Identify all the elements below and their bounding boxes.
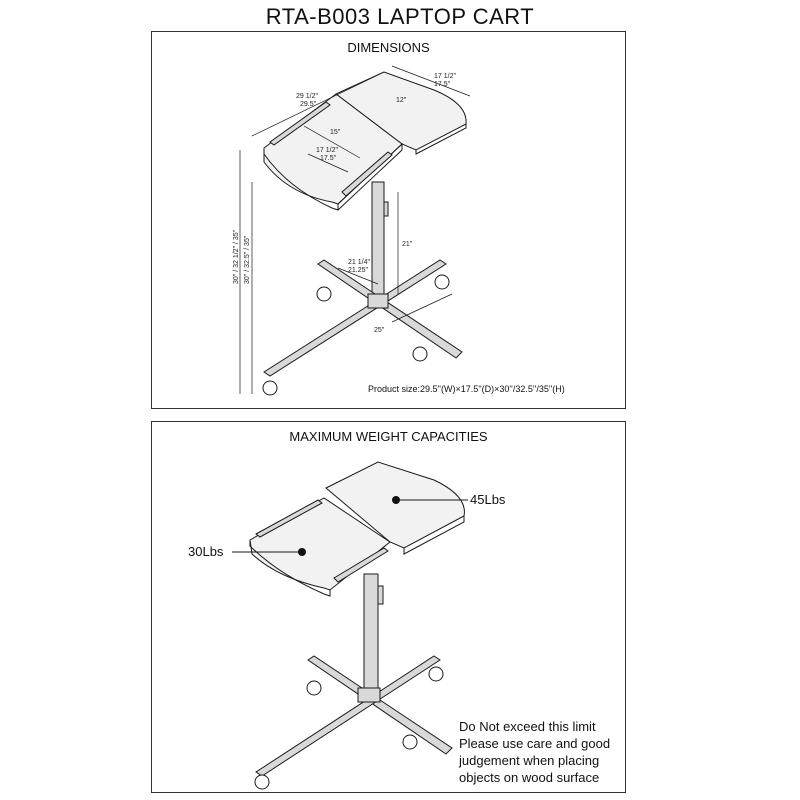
warning-note: Do Not exceed this limit Please use care… bbox=[459, 718, 610, 786]
weight-heading: MAXIMUM WEIGHT CAPACITIES bbox=[289, 429, 488, 444]
dim-width-cm: 29.5" bbox=[300, 101, 317, 108]
wheel bbox=[434, 274, 450, 290]
dim-height-in: 30" / 32 1/2" / 35" bbox=[233, 229, 240, 284]
right-tray bbox=[325, 461, 465, 549]
dim-height-cm: 30" / 32.5" / 35" bbox=[244, 235, 251, 284]
column bbox=[363, 573, 379, 695]
dim-width-in: 29 1/2" bbox=[296, 93, 318, 100]
dim-base-width-in: 21 1/4" bbox=[348, 259, 370, 266]
base-leg-2 bbox=[255, 655, 441, 777]
note-line: Please use care and good bbox=[459, 736, 611, 751]
dim-depth-in: 17 1/2" bbox=[434, 73, 456, 80]
note-line: judgement when placing bbox=[459, 753, 600, 768]
base-leg-1 bbox=[317, 259, 463, 359]
dim-left-width: 15" bbox=[330, 129, 341, 136]
wheel bbox=[306, 680, 322, 696]
base-leg-1 bbox=[307, 655, 453, 755]
dimensions-drawing: 29 1/2" 29.5" 17 1/2" 17.5" 12" 15" 17 1… bbox=[233, 65, 471, 396]
right-load-label: 45Lbs bbox=[470, 492, 506, 507]
wheel bbox=[428, 666, 444, 682]
dim-base-width-cm: 21.25" bbox=[348, 267, 369, 274]
note-line: objects on wood surface bbox=[459, 770, 600, 785]
product-size: Product size:29.5''(W)×17.5''(D)×30''/32… bbox=[368, 384, 565, 394]
weight-panel: MAXIMUM WEIGHT CAPACITIES bbox=[151, 421, 626, 793]
dimensions-panel: DIMENSIONS bbox=[151, 31, 626, 409]
dim-base-length: 25" bbox=[374, 327, 385, 334]
dim-column-height: 21" bbox=[402, 241, 413, 248]
dimensions-heading: DIMENSIONS bbox=[347, 40, 430, 55]
left-load-marker bbox=[298, 548, 306, 556]
wheel bbox=[402, 734, 418, 750]
right-load-marker bbox=[392, 496, 400, 504]
dim-left-depth-in: 17 1/2" bbox=[316, 147, 338, 154]
dim-depth-cm: 17.5" bbox=[434, 81, 451, 88]
weight-drawing bbox=[232, 461, 468, 790]
base-leg-2 bbox=[263, 259, 447, 377]
right-tray bbox=[335, 71, 467, 151]
dim-tray-width: 12" bbox=[396, 97, 407, 104]
dim-left-depth-cm: 17.5" bbox=[320, 155, 337, 162]
wheel bbox=[316, 286, 332, 302]
wheel bbox=[254, 774, 270, 790]
wheel bbox=[412, 346, 428, 362]
page-title: RTA-B003 LAPTOP CART bbox=[265, 4, 535, 29]
note-line: Do Not exceed this limit bbox=[459, 719, 596, 734]
left-load-label: 30Lbs bbox=[188, 544, 224, 559]
wheel bbox=[262, 380, 278, 396]
